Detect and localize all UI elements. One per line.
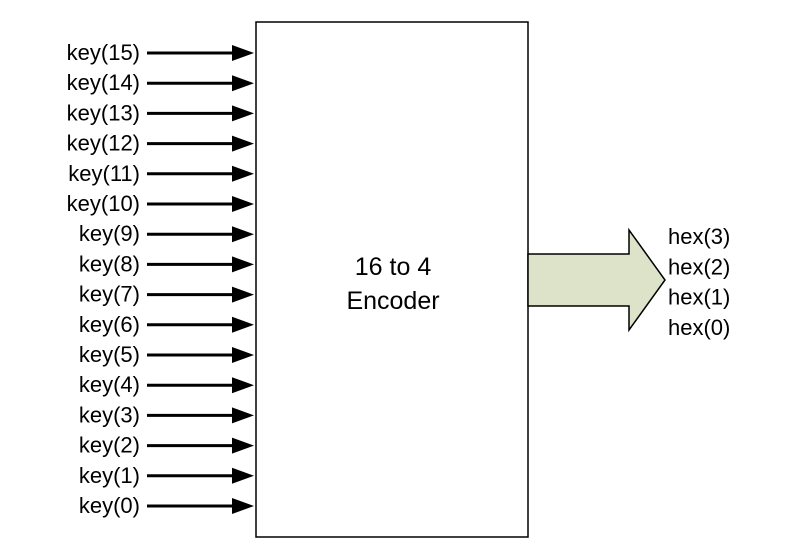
output-bus-arrow	[527, 227, 666, 333]
input-arrowhead	[232, 467, 254, 484]
input-line: key(9)	[79, 221, 254, 246]
input-label: key(14)	[67, 70, 140, 95]
input-line: key(6)	[79, 312, 254, 337]
input-arrowhead	[232, 316, 254, 333]
input-arrowhead	[232, 377, 254, 394]
input-label: key(3)	[79, 402, 140, 427]
input-line: key(14)	[67, 70, 254, 95]
input-arrowhead	[232, 135, 254, 152]
output-label: hex(3)	[668, 224, 730, 249]
input-label: key(6)	[79, 312, 140, 337]
input-line: key(5)	[79, 342, 254, 367]
input-line: key(8)	[79, 251, 254, 276]
input-line: key(11)	[68, 161, 254, 186]
input-label: key(13)	[67, 100, 140, 125]
input-arrowhead	[232, 45, 254, 61]
encoder-title-line1: 16 to 4	[355, 253, 432, 281]
input-line: key(4)	[79, 372, 254, 397]
input-arrowhead	[232, 165, 254, 182]
encoder-block	[255, 21, 529, 538]
input-arrowhead	[232, 196, 254, 212]
output-label: hex(1)	[668, 285, 730, 310]
input-line: key(15)	[67, 40, 254, 65]
output-labels: hex(3) hex(2) hex(1) hex(0)	[668, 224, 730, 340]
input-label: key(11)	[68, 161, 140, 186]
input-arrowhead	[232, 347, 254, 363]
input-line: key(2)	[79, 433, 254, 458]
input-line: key(0)	[79, 493, 254, 518]
input-arrowhead	[232, 498, 254, 514]
input-arrowhead	[232, 256, 254, 273]
input-label: key(10)	[67, 191, 140, 216]
input-label: key(9)	[79, 221, 140, 246]
input-label: key(12)	[67, 131, 140, 156]
input-label: key(2)	[79, 433, 140, 458]
input-label: key(0)	[79, 493, 140, 518]
input-arrowhead	[232, 286, 254, 303]
input-label: key(15)	[67, 40, 140, 65]
encoder-title-line2: Encoder	[346, 287, 439, 315]
output-label: hex(2)	[668, 254, 730, 279]
input-line: key(10)	[67, 191, 254, 216]
input-label: key(4)	[79, 372, 140, 397]
input-line: key(3)	[79, 402, 254, 427]
input-label: key(5)	[79, 342, 140, 367]
input-label: key(7)	[79, 282, 140, 307]
input-arrowhead	[232, 437, 254, 454]
input-arrowhead	[232, 75, 254, 92]
input-lines: key(15) key(14) key(13) key(12) key(11) key(1…	[67, 40, 254, 518]
output-label: hex(0)	[668, 315, 730, 340]
input-arrowhead	[232, 226, 254, 243]
input-arrowhead	[232, 105, 254, 122]
input-label: key(8)	[79, 251, 140, 276]
input-arrowhead	[232, 407, 254, 424]
input-label: key(1)	[79, 463, 140, 488]
input-line: key(12)	[67, 131, 254, 156]
input-line: key(7)	[79, 282, 254, 307]
input-line: key(13)	[67, 100, 254, 125]
input-line: key(1)	[79, 463, 254, 488]
